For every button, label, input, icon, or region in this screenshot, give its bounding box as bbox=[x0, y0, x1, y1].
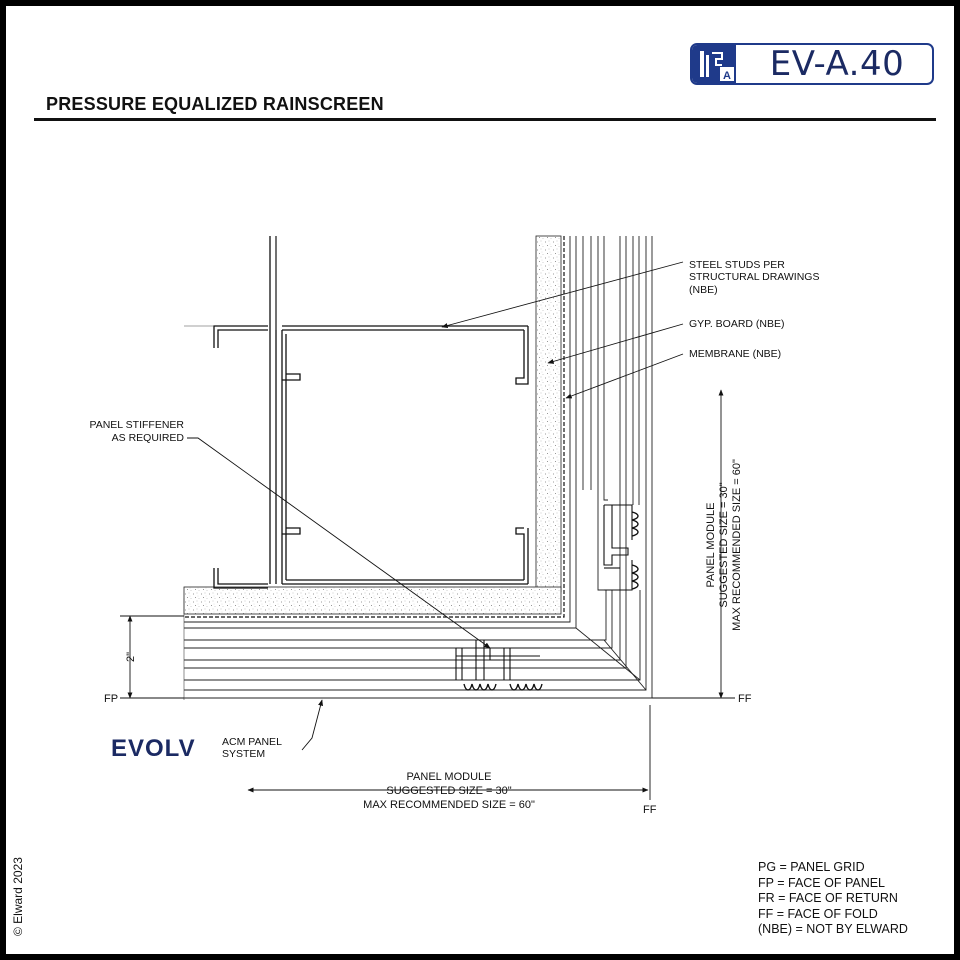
steel-studs-callout-line1: STEEL STUDS PER bbox=[689, 259, 785, 271]
panel-stiffener-callout-line1: PANEL STIFFENER bbox=[89, 419, 184, 431]
vertical-module-line3: MAX RECOMMENDED SIZE = 60" bbox=[731, 459, 743, 631]
legend-item: PG = PANEL GRID bbox=[758, 860, 865, 874]
evolv-logo: EVOLV bbox=[111, 735, 196, 762]
elward-badge-icon: A bbox=[692, 45, 736, 83]
steel-studs-callout-line3: (NBE) bbox=[689, 284, 718, 296]
vertical-extrusion-joint bbox=[603, 504, 639, 591]
steel-stud-vertical bbox=[269, 236, 529, 584]
steel-stud-bottom bbox=[213, 568, 528, 589]
sheet-code: EV-A.40 bbox=[769, 44, 905, 84]
vertical-module-line2: SUGGESTED SIZE = 30" bbox=[718, 482, 730, 607]
horizontal-extrusion-joint bbox=[455, 640, 543, 691]
drawing-sheet: A EV-A.40 PRESSURE EQUALIZED RAINSCREEN bbox=[6, 6, 954, 954]
steel-studs-callout-line2: STRUCTURAL DRAWINGS bbox=[689, 271, 819, 283]
ff-bottom-label: FF bbox=[643, 804, 657, 816]
two-inch-dimension: 2" bbox=[125, 652, 137, 662]
horizontal-module-line2: SUGGESTED SIZE = 30" bbox=[386, 785, 511, 797]
page-title: PRESSURE EQUALIZED RAINSCREEN bbox=[46, 94, 384, 114]
gyp-board-vertical bbox=[535, 235, 562, 593]
legend-item: FF = FACE OF FOLD bbox=[758, 906, 878, 921]
acm-panel-callout-line2: SYSTEM bbox=[222, 748, 265, 760]
acm-panel-callout-line1: ACM PANEL bbox=[222, 736, 282, 748]
ff-right-label: FF bbox=[738, 693, 752, 705]
gyp-board-horizontal bbox=[183, 586, 562, 615]
badge-letter: A bbox=[723, 70, 731, 82]
grid-lines bbox=[183, 236, 277, 700]
vertical-module-line1: PANEL MODULE bbox=[705, 503, 717, 588]
membrane-line bbox=[184, 236, 565, 618]
legend-item: FR = FACE OF RETURN bbox=[758, 891, 898, 906]
steel-stud-top-left bbox=[213, 325, 528, 348]
leader-lines bbox=[187, 261, 684, 751]
legend-item: (NBE) = NOT BY ELWARD bbox=[758, 922, 908, 937]
membrane-callout: MEMBRANE (NBE) bbox=[689, 348, 781, 360]
abbreviation-legend: PG = PANEL GRID FP = FACE OF PANEL FR = … bbox=[758, 860, 908, 938]
horizontal-module-line1: PANEL MODULE bbox=[407, 771, 492, 783]
sheet-title-block: A EV-A.40 bbox=[690, 43, 934, 85]
title-rule bbox=[34, 118, 936, 121]
panel-layers bbox=[184, 236, 653, 699]
copyright-notice: © Elward 2023 bbox=[11, 857, 25, 936]
panel-stiffener-callout-line2: AS REQUIRED bbox=[112, 432, 185, 444]
legend-item: FP = FACE OF PANEL bbox=[758, 875, 886, 890]
fp-label: FP bbox=[104, 693, 118, 705]
gyp-board-callout: GYP. BOARD (NBE) bbox=[689, 318, 785, 330]
corner-detail-drawing: STEEL STUDS PER STRUCTURAL DRAWINGS (NBE… bbox=[89, 235, 819, 816]
dimension-lines bbox=[120, 389, 735, 800]
horizontal-module-line3: MAX RECOMMENDED SIZE = 60" bbox=[363, 799, 535, 811]
